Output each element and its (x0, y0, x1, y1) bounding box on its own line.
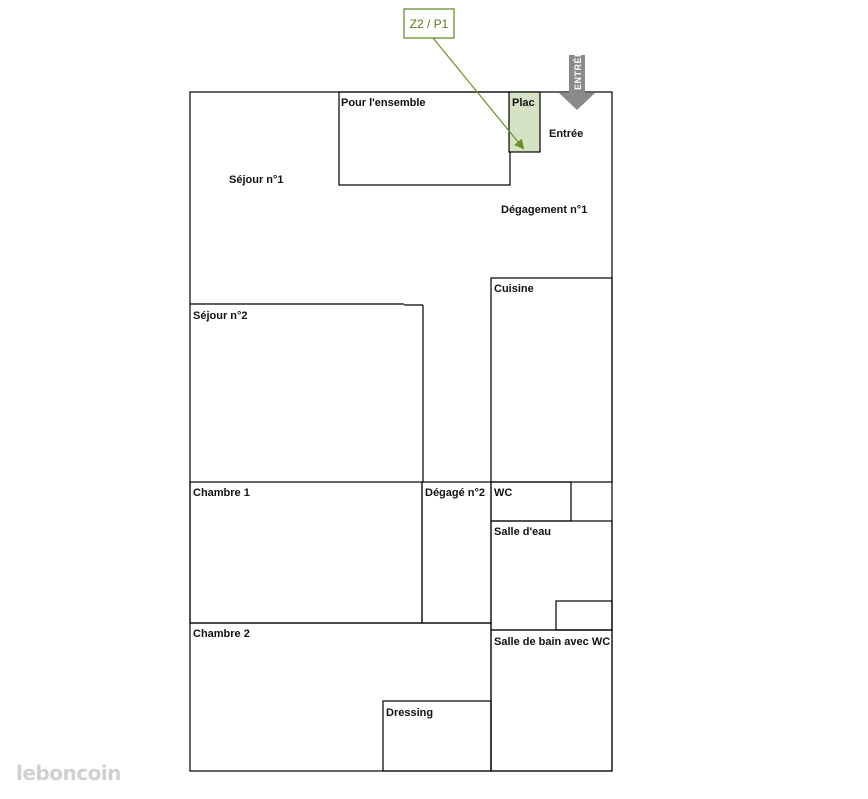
label-plac: Plac (512, 97, 535, 109)
callout-label: Z2 / P1 (410, 17, 449, 31)
room-dressing (382, 700, 492, 772)
label-dressing: Dressing (386, 707, 433, 719)
label-pour-ensemble: Pour l'ensemble (341, 97, 426, 109)
room-salle-bain (490, 629, 613, 772)
label-cuisine: Cuisine (494, 283, 534, 295)
watermark-logo: leboncoin (16, 761, 121, 785)
entrance-label: ENTRÉE (573, 50, 583, 90)
shower-tray (555, 600, 613, 631)
callout-box (403, 8, 455, 39)
label-degage2: Dégagé n°2 (425, 487, 485, 499)
room-cuisine (490, 277, 613, 483)
label-sejour1: Séjour n°1 (229, 174, 284, 186)
label-entree: Entrée (549, 128, 583, 140)
outer-wall (189, 91, 613, 772)
label-wc: WC (494, 487, 512, 499)
label-chambre2: Chambre 2 (193, 628, 250, 640)
callout-arrow (432, 37, 525, 150)
room-degage2 (421, 481, 492, 624)
room-chambre1 (189, 481, 423, 624)
label-salle-eau: Salle d'eau (494, 526, 551, 538)
callout: Z2 / P1 (403, 8, 525, 150)
label-degagement1: Dégagement n°1 (501, 204, 587, 216)
label-chambre1: Chambre 1 (193, 487, 250, 499)
label-sejour2: Séjour n°2 (193, 310, 248, 322)
label-salle-bain: Salle de bain avec WC (494, 636, 610, 648)
entrance-marker: ENTRÉE (559, 50, 595, 110)
